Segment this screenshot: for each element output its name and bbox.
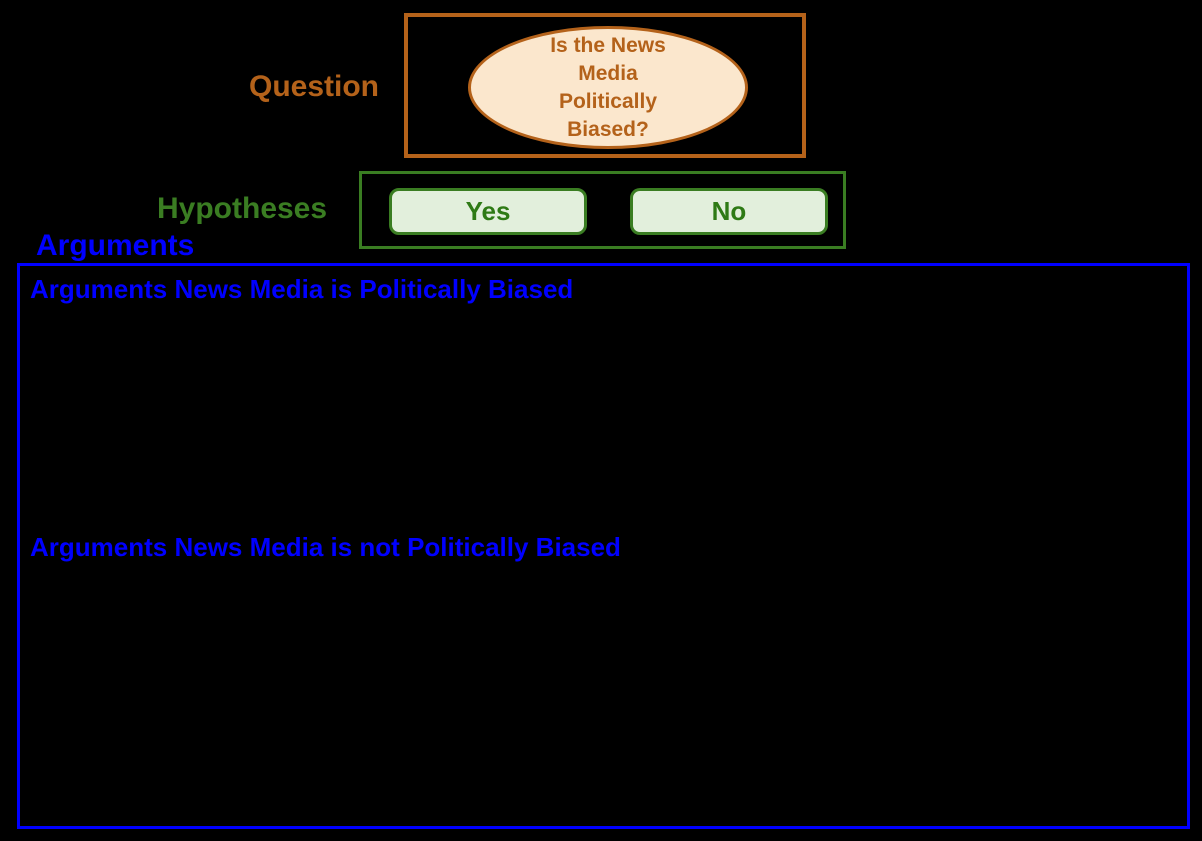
- question-ellipse: Is the News Media Politically Biased?: [468, 26, 748, 149]
- question-text-line: Is the News: [550, 33, 666, 57]
- arguments-con-heading: Arguments News Media is not Politically …: [30, 532, 621, 562]
- question-text-line: Media: [578, 61, 638, 85]
- arguments-pro-heading: Arguments News Media is Politically Bias…: [30, 274, 574, 304]
- arguments-section-label: Arguments: [36, 229, 195, 262]
- hypotheses-box: [359, 171, 846, 249]
- question-section-label: Question: [249, 70, 380, 103]
- hypotheses-section-label: Hypotheses: [157, 192, 328, 225]
- hypothesis-no-button[interactable]: No: [630, 188, 828, 235]
- arguments-box: [17, 263, 1190, 829]
- question-text-line: Politically: [558, 89, 658, 113]
- question-text-line: Biased?: [567, 117, 649, 141]
- hypothesis-yes-button[interactable]: Yes: [389, 188, 587, 235]
- question-box: [404, 13, 806, 158]
